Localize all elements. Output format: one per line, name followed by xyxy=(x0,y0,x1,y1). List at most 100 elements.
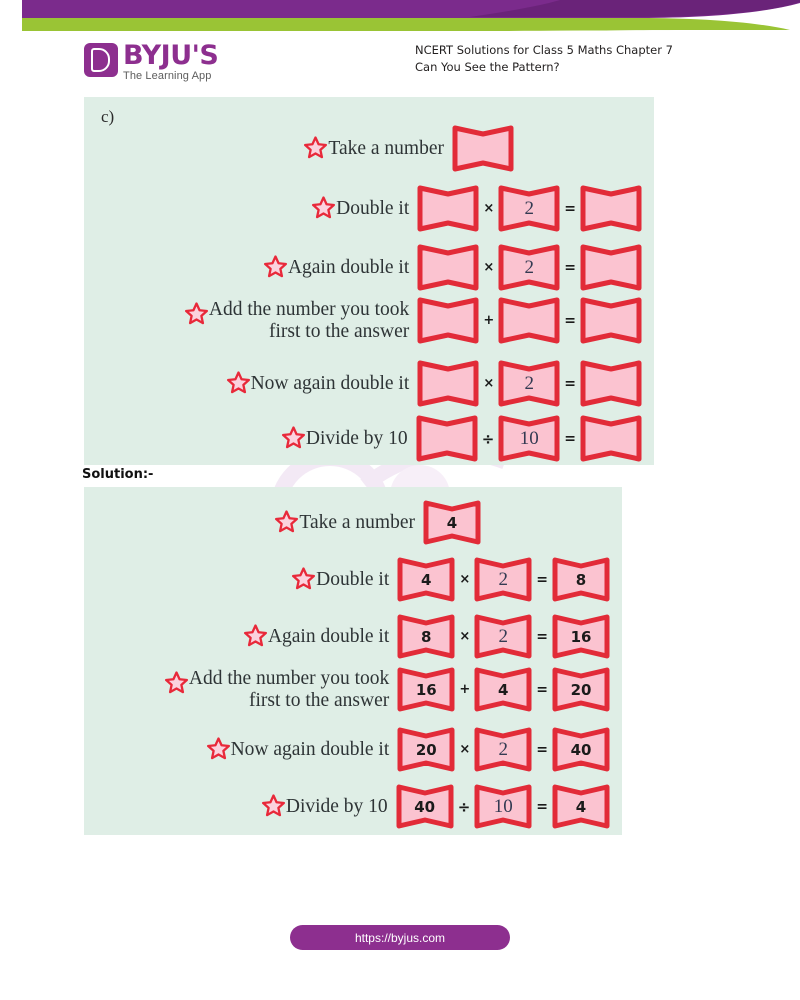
solution-expression: 4 xyxy=(423,500,481,545)
row-label-text: Add the number you took xyxy=(208,298,410,320)
operand-box[interactable] xyxy=(416,415,478,462)
operand-box[interactable]: 4 xyxy=(397,557,455,602)
box-value: 16 xyxy=(570,627,592,646)
document-title-line1: NCERT Solutions for Class 5 Maths Chapte… xyxy=(415,43,673,57)
operand-box[interactable] xyxy=(417,297,479,344)
operator-symbol: × xyxy=(483,260,495,275)
equals-symbol: = xyxy=(536,741,548,758)
box-value: 2 xyxy=(498,738,509,760)
byjus-logo: BYJU'S The Learning App xyxy=(84,40,219,82)
operand-box[interactable]: 4 xyxy=(474,667,532,712)
solution-heading: Solution:- xyxy=(82,467,154,482)
answer-box[interactable] xyxy=(580,185,642,232)
operand-box[interactable]: 20 xyxy=(397,727,455,772)
solution-expression: 4 × 2 = 8 xyxy=(397,557,610,602)
row-label-text: Take a number xyxy=(299,511,415,533)
star-icon xyxy=(292,567,316,590)
solution-row-label: Double it xyxy=(110,567,389,591)
operator-symbol: × xyxy=(483,201,495,216)
operand-box[interactable]: 16 xyxy=(397,667,455,712)
row-label-text: Again double it xyxy=(267,625,390,647)
question-row: Add the number you took first to the ans… xyxy=(114,297,642,344)
box-value: 40 xyxy=(570,740,592,759)
answer-box[interactable]: 4 xyxy=(552,784,610,829)
answer-box[interactable]: 16 xyxy=(552,614,610,659)
answer-box[interactable] xyxy=(452,125,514,172)
question-row-label: Take a number xyxy=(114,136,444,160)
equals-symbol: = xyxy=(564,259,576,276)
solution-expression: 20 × 2 = 40 xyxy=(397,727,610,772)
solution-row-label: Divide by 10 xyxy=(110,794,388,818)
question-row-label: Add the number you took first to the ans… xyxy=(114,299,409,343)
solution-row-label: Take a number xyxy=(110,510,415,534)
operator-symbol: × xyxy=(459,572,471,587)
answer-box[interactable] xyxy=(580,297,642,344)
star-icon xyxy=(263,255,287,278)
answer-box[interactable]: 8 xyxy=(552,557,610,602)
top-decorative-banner xyxy=(0,0,800,34)
solution-row-label: Now again double it xyxy=(110,737,389,761)
operand-box[interactable] xyxy=(417,185,479,232)
answer-box[interactable]: 4 xyxy=(423,500,481,545)
box-value xyxy=(580,244,642,291)
answer-box[interactable]: 40 xyxy=(552,727,610,772)
equals-symbol: = xyxy=(564,200,576,217)
operand-box[interactable]: 8 xyxy=(397,614,455,659)
constant-box: 2 xyxy=(474,727,532,772)
box-value: 40 xyxy=(414,797,436,816)
solution-row: Add the number you took first to the ans… xyxy=(84,667,610,712)
brand-tagline: The Learning App xyxy=(123,70,212,82)
answer-box[interactable] xyxy=(580,244,642,291)
answer-box[interactable] xyxy=(580,415,642,462)
question-expression: + = xyxy=(417,297,642,344)
box-value: 16 xyxy=(415,680,437,699)
box-value: 2 xyxy=(524,256,535,278)
equals-symbol: = xyxy=(564,430,576,447)
row-label-text: Again double it xyxy=(287,256,410,278)
equals-symbol: = xyxy=(536,798,548,815)
row-label-text: Double it xyxy=(336,197,410,219)
box-value: 10 xyxy=(519,427,539,449)
box-value xyxy=(417,244,479,291)
solution-row: Again double it 8 × 2 = 16 xyxy=(110,614,610,659)
box-value: 2 xyxy=(498,568,509,590)
solution-row: Take a number 4 xyxy=(110,500,610,545)
box-value: 8 xyxy=(575,570,587,589)
solution-row-label: Add the number you took first to the ans… xyxy=(84,668,389,712)
page-header: BYJU'S The Learning App NCERT Solutions … xyxy=(0,36,800,98)
box-value: 4 xyxy=(446,513,458,532)
brand-name: BYJU'S xyxy=(123,40,219,71)
question-row-label: Divide by 10 xyxy=(114,426,408,450)
box-value xyxy=(580,185,642,232)
box-value xyxy=(580,415,642,462)
solution-row: Divide by 10 40 ÷ 10 = 4 xyxy=(110,784,610,829)
footer-url-pill[interactable]: https://byjus.com xyxy=(290,925,510,950)
operand-box[interactable]: 40 xyxy=(396,784,454,829)
question-row-label: Now again double it xyxy=(114,371,409,395)
constant-box: 10 xyxy=(498,415,560,462)
star-icon xyxy=(261,794,285,817)
box-value xyxy=(452,125,514,172)
box-value xyxy=(580,360,642,407)
solution-row: Double it 4 × 2 = 8 xyxy=(110,557,610,602)
star-icon xyxy=(206,737,230,760)
operand-box[interactable] xyxy=(417,244,479,291)
box-value xyxy=(417,360,479,407)
constant-box: 10 xyxy=(474,784,532,829)
answer-box[interactable]: 20 xyxy=(552,667,610,712)
operand-box[interactable] xyxy=(498,297,560,344)
equals-symbol: = xyxy=(536,628,548,645)
star-icon xyxy=(184,302,208,325)
operand-box[interactable] xyxy=(417,360,479,407)
row-label-text: Divide by 10 xyxy=(305,427,408,449)
footer-url-text: https://byjus.com xyxy=(354,930,446,945)
star-icon xyxy=(312,196,336,219)
box-value: 4 xyxy=(421,570,432,589)
equals-symbol: = xyxy=(536,681,548,698)
answer-box[interactable] xyxy=(580,360,642,407)
question-row: Divide by 10 ÷ 10 = xyxy=(114,415,642,462)
constant-box: 2 xyxy=(474,557,532,602)
solution-expression: 40 ÷ 10 = 4 xyxy=(396,784,610,829)
constant-box: 2 xyxy=(498,244,560,291)
solution-row: Now again double it 20 × 2 = 40 xyxy=(110,727,610,772)
